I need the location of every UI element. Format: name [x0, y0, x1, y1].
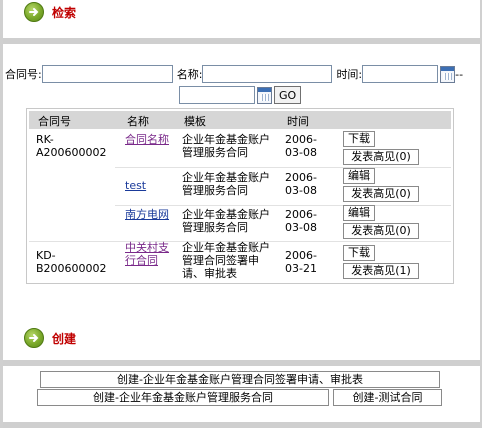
comment-button[interactable]: 发表高见(0) — [343, 186, 419, 202]
calendar-icon[interactable] — [440, 65, 456, 83]
name-input[interactable] — [202, 65, 333, 83]
footer-divider — [3, 422, 480, 428]
date-cell: 2006-03-21 — [285, 249, 317, 275]
row-divider — [115, 167, 451, 168]
right-border — [480, 0, 482, 428]
section-divider — [3, 38, 480, 44]
date-cell: 2006-03-08 — [285, 208, 317, 234]
contract-no-cell: RK-A200600002 — [36, 133, 107, 159]
column-header-template: 模板 — [184, 115, 206, 128]
comment-button[interactable]: 发表高见(1) — [343, 263, 419, 279]
create-section-header: 创建 — [24, 327, 76, 349]
time-from-input[interactable] — [362, 65, 439, 83]
create-section-title: 创建 — [52, 331, 77, 346]
contract-name-link[interactable]: 中关村支行合同 — [125, 241, 169, 267]
name-label: 名称: — [176, 68, 203, 81]
filter-row: 合同号: 名称: 时间: -- — [5, 65, 463, 83]
create-service-contract-button[interactable]: 创建-企业年金基金账户管理服务合同 — [37, 389, 329, 406]
left-border — [0, 0, 3, 428]
download-button[interactable]: 下载 — [343, 131, 375, 147]
time-to-input[interactable] — [179, 86, 255, 104]
search-section-header: 检索 — [24, 1, 76, 23]
template-cell: 企业年金基金账户管理合同签署申请、审批表 — [182, 241, 270, 280]
template-cell: 企业年金基金账户管理服务合同 — [182, 133, 270, 159]
create-test-contract-button[interactable]: 创建-测试合同 — [333, 389, 442, 406]
comment-button[interactable]: 发表高见(0) — [343, 149, 419, 165]
calendar-icon[interactable] — [257, 86, 272, 104]
date-cell: 2006-03-08 — [285, 171, 317, 197]
contract-name-link[interactable]: test — [125, 179, 147, 192]
arrow-right-icon — [24, 2, 44, 22]
row-divider — [115, 205, 451, 206]
contract-no-label: 合同号: — [5, 68, 42, 81]
edit-button[interactable]: 编辑 — [343, 205, 375, 221]
row-divider — [29, 241, 451, 242]
contract-name-link[interactable]: 南方电网 — [125, 208, 169, 221]
table-header: 合同号 名称 模板 时间 — [29, 111, 451, 129]
contract-no-cell: KD-B200600002 — [36, 249, 107, 275]
date-cell: 2006-03-08 — [285, 133, 317, 159]
search-section-title: 检索 — [52, 5, 77, 20]
range-separator: -- — [455, 67, 464, 81]
contract-name-link[interactable]: 合同名称 — [125, 133, 169, 146]
download-button[interactable]: 下载 — [343, 245, 375, 261]
contract-no-input[interactable] — [41, 65, 173, 83]
go-button[interactable]: GO — [274, 86, 302, 104]
column-header-name: 名称 — [127, 115, 149, 128]
arrow-right-icon — [24, 328, 44, 348]
filter-row-2: GO — [179, 86, 302, 104]
section-divider — [3, 360, 480, 366]
template-cell: 企业年金基金账户管理服务合同 — [182, 208, 270, 234]
column-header-time: 时间 — [287, 115, 309, 128]
results-table: 合同号 名称 模板 时间 RK-A200600002 合同名称 企业年金基金账户… — [26, 108, 454, 284]
create-approval-form-button[interactable]: 创建-企业年金基金账户管理合同签署申请、审批表 — [40, 371, 440, 388]
comment-button[interactable]: 发表高见(0) — [343, 223, 419, 239]
template-cell: 企业年金基金账户管理服务合同 — [182, 171, 270, 197]
edit-button[interactable]: 编辑 — [343, 168, 375, 184]
column-header-contract-no: 合同号 — [38, 115, 71, 128]
time-label: 时间: — [336, 68, 363, 81]
